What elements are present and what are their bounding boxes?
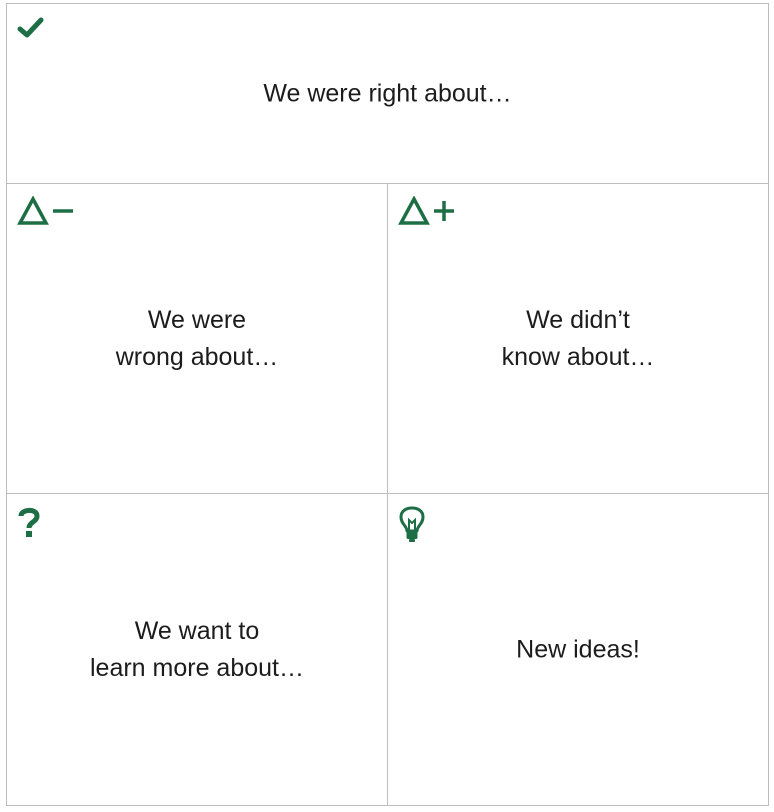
question-mark-icon xyxy=(18,507,40,537)
lightbulb-icon xyxy=(399,506,425,542)
learn-more-label: We want to learn more about… xyxy=(89,616,304,682)
delta-minus-icon xyxy=(17,196,73,225)
didnt-know-cell: We didn’t know about… xyxy=(388,184,768,494)
new-ideas-cell: New ideas! xyxy=(388,494,768,805)
right-about-label: We were right about… xyxy=(263,79,512,107)
new-ideas-label: New ideas! xyxy=(516,635,640,663)
wrong-about-cell: We were wrong about… xyxy=(7,184,388,494)
retrospective-board: We were right about… We were wrong about… xyxy=(6,3,769,806)
learn-more-cell: We want to learn more about… xyxy=(7,494,388,805)
right-about-cell: We were right about… xyxy=(7,4,768,184)
wrong-about-label: We were wrong about… xyxy=(115,305,279,371)
didnt-know-label: We didn’t know about… xyxy=(501,305,655,371)
delta-plus-icon xyxy=(398,196,454,225)
checkmark-icon xyxy=(17,17,44,38)
